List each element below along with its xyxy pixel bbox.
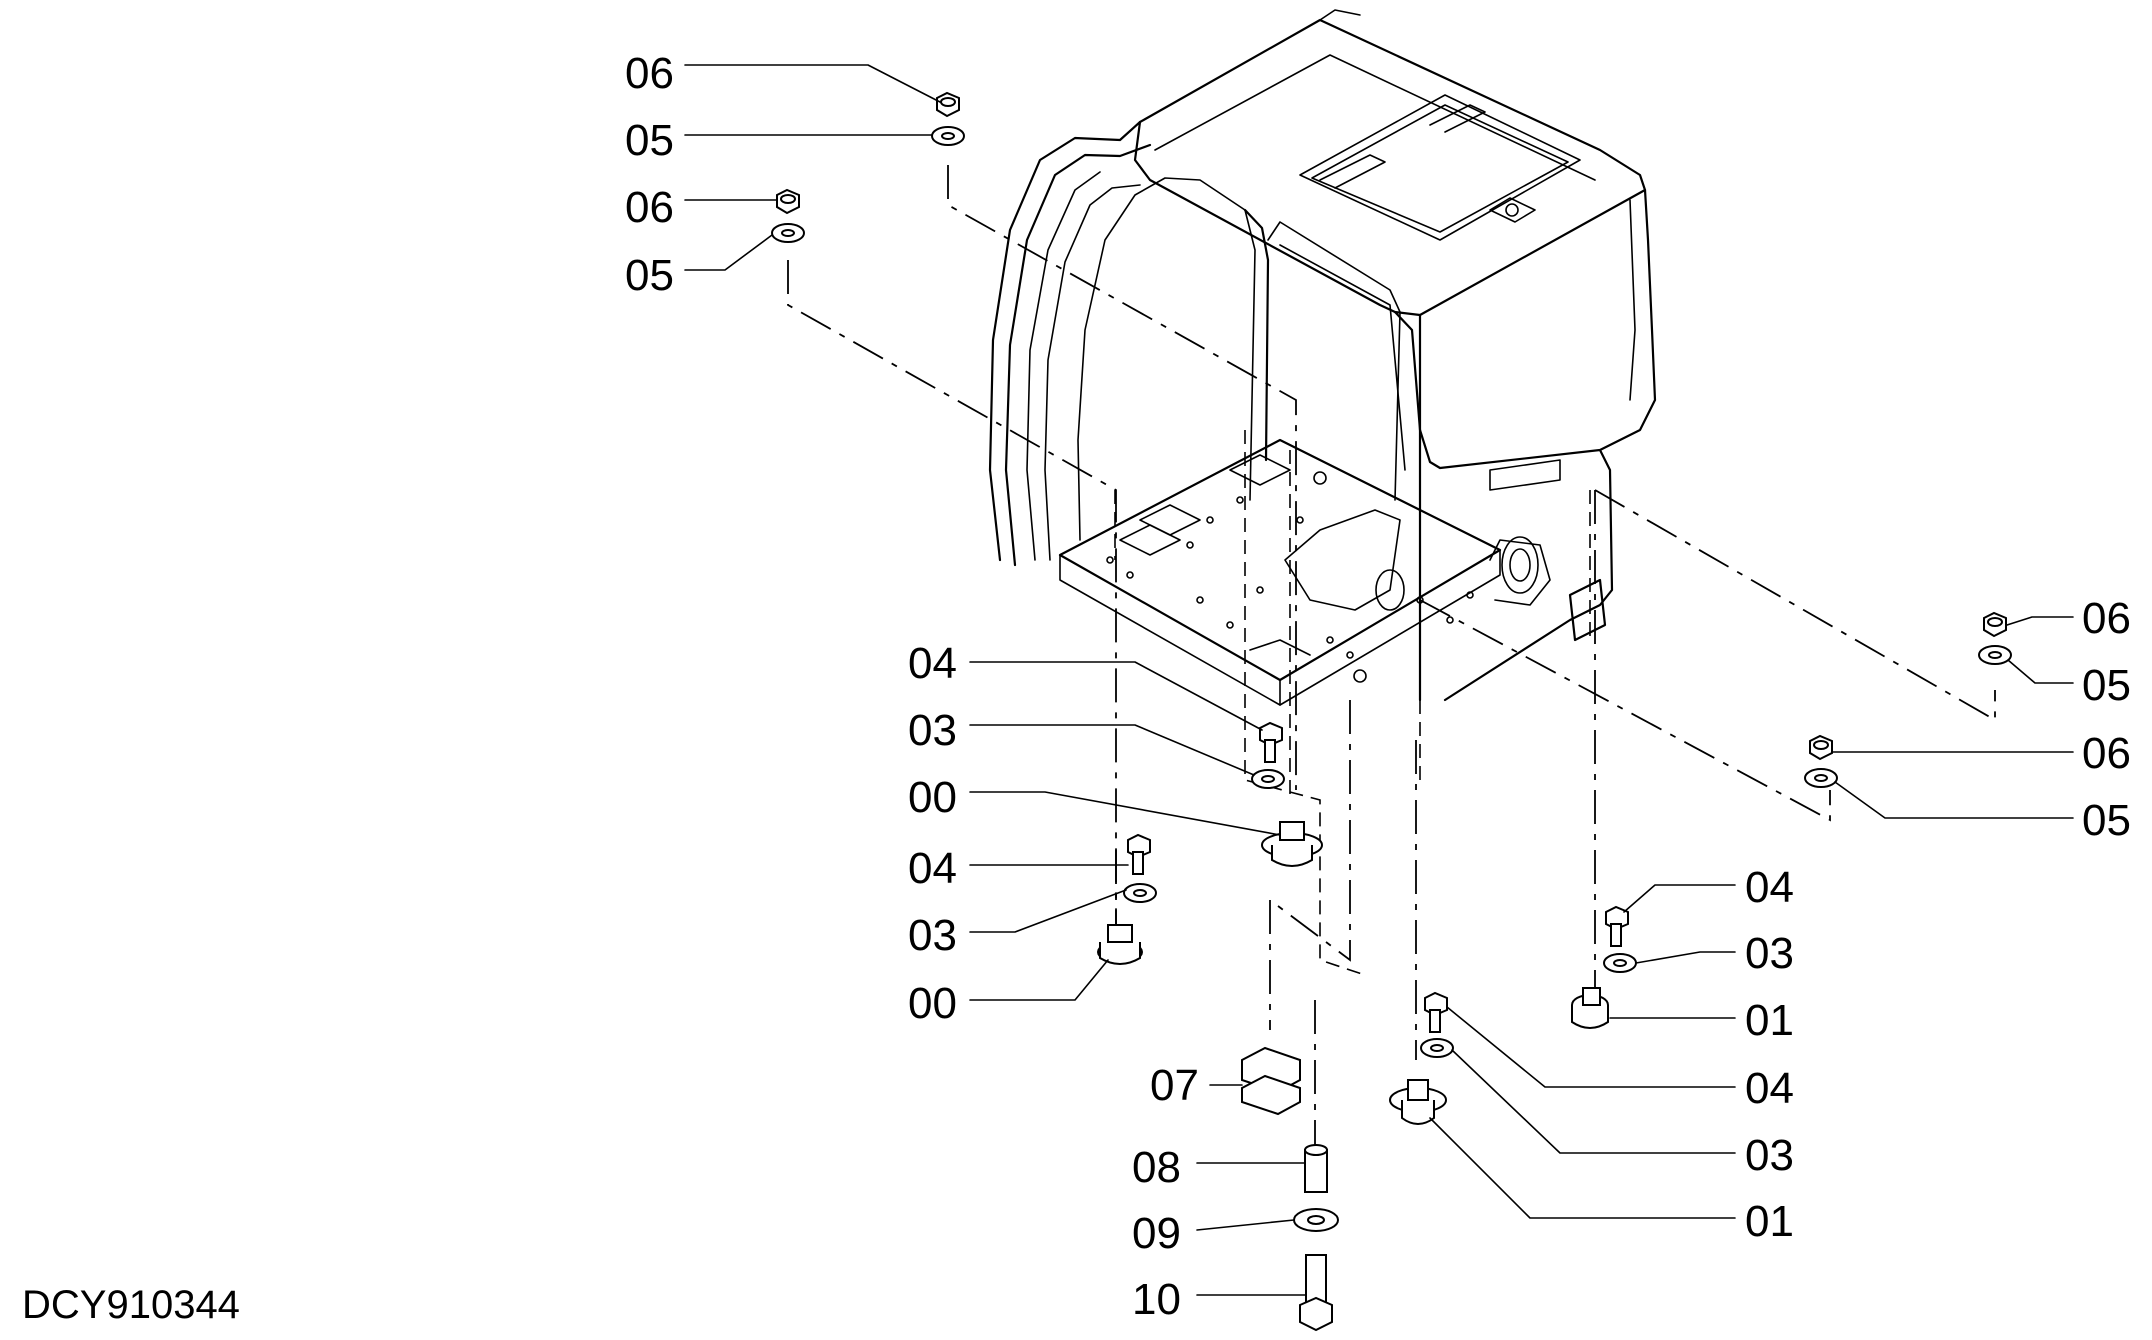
mount-00-1	[1261, 821, 1323, 867]
nut-top-2	[776, 188, 800, 215]
mount-01-2	[1389, 1079, 1447, 1125]
callout-06-top-2: 06	[625, 183, 674, 232]
callout-01-right-2: 01	[1745, 1197, 1794, 1246]
bolt-1	[1259, 721, 1283, 763]
bolt-2	[1127, 833, 1151, 875]
callout-06-right-2: 06	[2082, 729, 2131, 778]
washer-top-1	[931, 126, 965, 146]
cab-body	[988, 9, 1657, 976]
drawing-number: DCY910344	[22, 1283, 240, 1327]
callout-06-right-1: 06	[2082, 594, 2131, 643]
bolt-10	[1299, 1254, 1333, 1332]
callout-04-right-2: 04	[1745, 1064, 1794, 1113]
nut-right-1	[1983, 611, 2007, 638]
callout-07: 07	[1150, 1061, 1199, 1110]
callout-04-left-2: 04	[908, 844, 957, 893]
callout-05-top-2: 05	[625, 251, 674, 300]
callout-01-right-1: 01	[1745, 996, 1794, 1045]
callout-03-right-1: 03	[1745, 929, 1794, 978]
washer-03-3	[1603, 953, 1637, 973]
callout-03-left-1: 03	[908, 706, 957, 755]
callout-03-right-2: 03	[1745, 1131, 1794, 1180]
callout-03-left-2: 03	[908, 911, 957, 960]
mount-01-1	[1571, 987, 1609, 1029]
callout-10: 10	[1132, 1275, 1181, 1324]
washer-top-2	[771, 223, 805, 243]
callout-08: 08	[1132, 1143, 1181, 1192]
nut-top-1	[936, 91, 960, 118]
bolt-4	[1424, 991, 1448, 1033]
mount-00-2	[1097, 924, 1143, 965]
callout-labels: 06 05 06 05 04 03 00 04 03 00 07 08 09 1…	[625, 49, 2131, 1324]
hardware-parts	[771, 91, 2012, 1332]
callout-05-right-2: 05	[2082, 796, 2131, 845]
spacer-08	[1304, 1144, 1328, 1193]
washer-03-1	[1251, 769, 1285, 789]
leader-lines	[684, 64, 2074, 1296]
callout-00-left-2: 00	[908, 979, 957, 1028]
callout-00-left-1: 00	[908, 773, 957, 822]
assembly-centerlines	[787, 165, 1996, 1150]
callout-04-right-1: 04	[1745, 863, 1794, 912]
washer-03-2	[1123, 883, 1157, 903]
bolt-3	[1605, 905, 1629, 947]
stopper-block-07	[1241, 1046, 1301, 1116]
callout-05-top-1: 05	[625, 116, 674, 165]
floor-holes	[1106, 496, 1474, 659]
callout-06-top-1: 06	[625, 49, 674, 98]
callout-09: 09	[1132, 1209, 1181, 1258]
nut-right-2	[1809, 734, 1833, 761]
washer-right-1	[1978, 645, 2012, 665]
callout-04-left-1: 04	[908, 639, 957, 688]
callout-05-right-1: 05	[2082, 661, 2131, 710]
washer-09	[1293, 1208, 1339, 1232]
washer-right-2	[1804, 768, 1838, 788]
washer-03-4	[1420, 1038, 1454, 1058]
